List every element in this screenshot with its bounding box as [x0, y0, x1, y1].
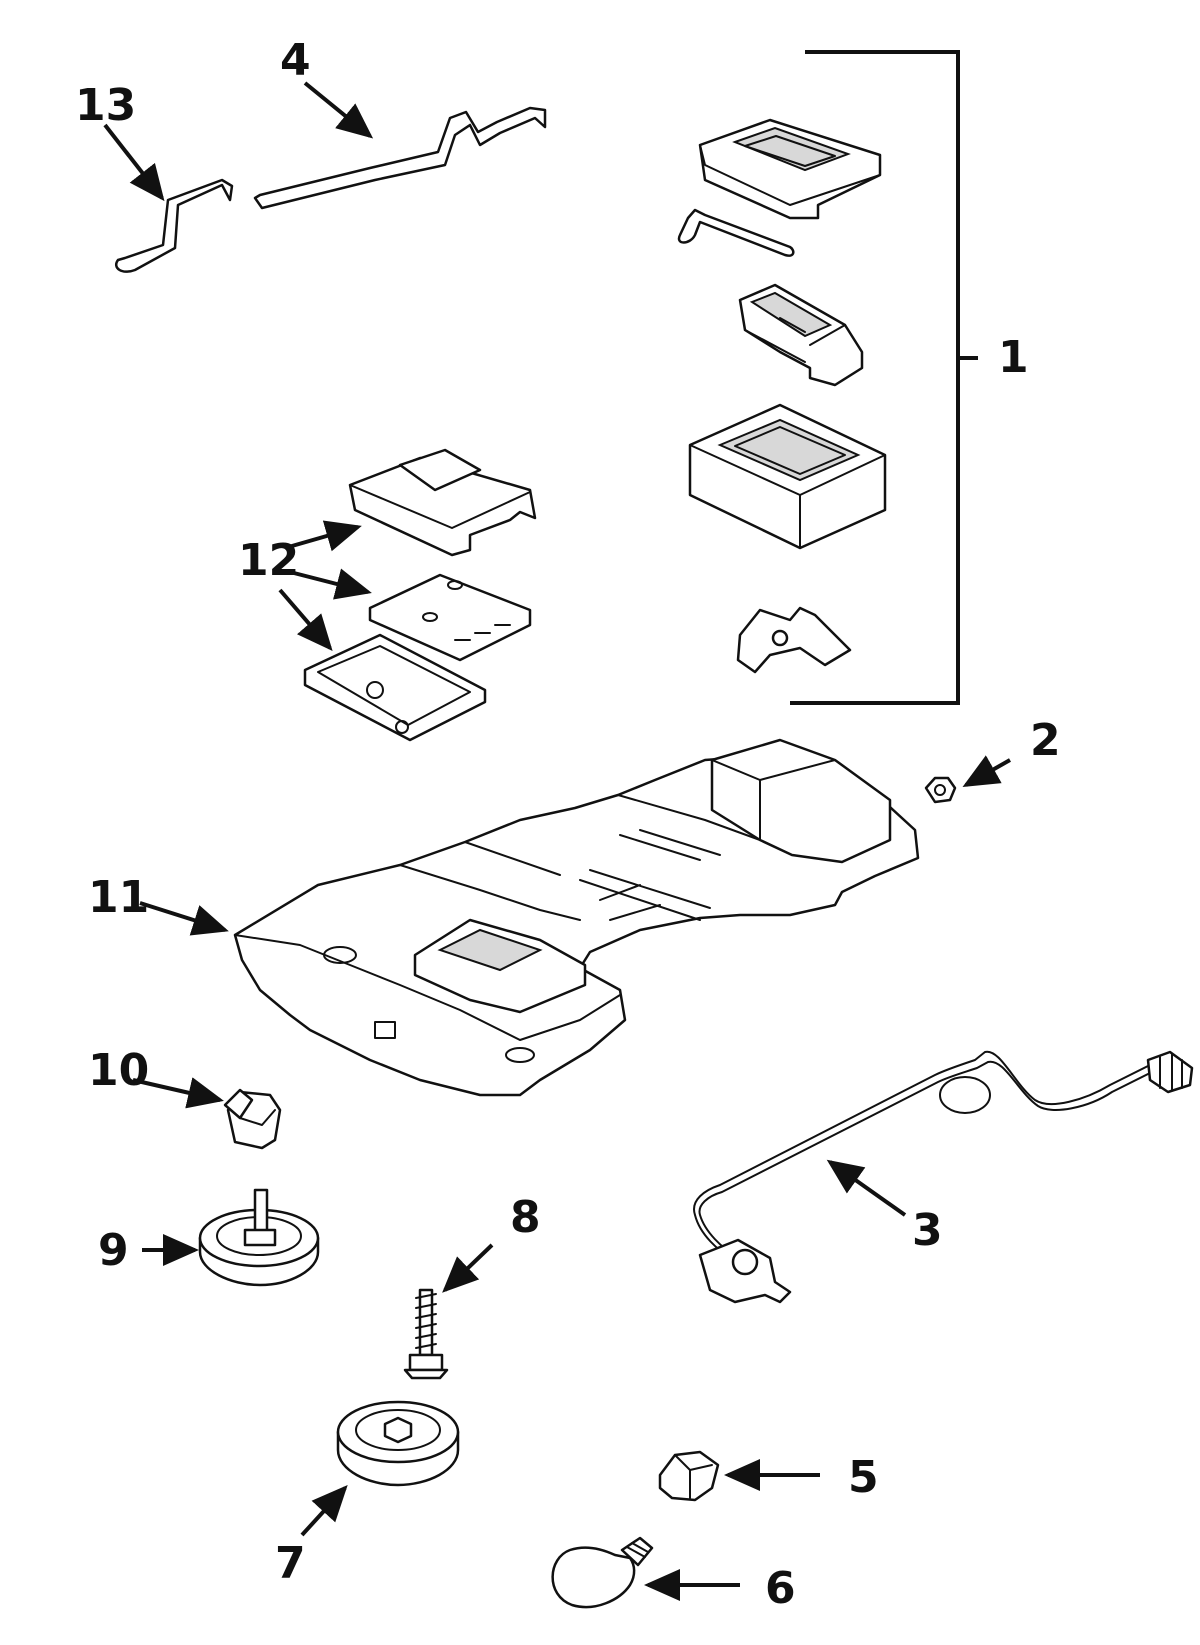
part-7-wheel [336, 1400, 460, 1487]
callout-6: 6 [765, 1563, 796, 1614]
leader-4 [303, 81, 374, 139]
part-1-insulated-box [688, 403, 887, 550]
leader-2 [962, 755, 1011, 787]
callout-3: 3 [912, 1205, 943, 1256]
callout-11: 11 [88, 872, 149, 923]
part-11-main-housing [233, 738, 920, 1097]
callout-1: 1 [998, 332, 1029, 383]
leader-12b [289, 568, 372, 600]
leader-12a [284, 520, 362, 552]
part-8-screw [403, 1288, 449, 1380]
part-1-lever [677, 208, 795, 257]
callout-4: 4 [280, 35, 311, 86]
leader-13 [103, 123, 165, 202]
leader-12c [278, 588, 333, 652]
part-2-nut [924, 776, 957, 804]
leader-3 [826, 1159, 907, 1217]
part-12-circuit-board [368, 573, 532, 662]
callout-7: 7 [275, 1538, 306, 1589]
part-1-small-housing [738, 283, 864, 387]
part-9-wheel-shaft [198, 1188, 320, 1287]
part-4-long-rod [253, 106, 547, 210]
part-1-cover-tray [698, 118, 882, 220]
callout-12: 12 [238, 535, 299, 586]
callout-5: 5 [848, 1452, 879, 1503]
callout-13: 13 [75, 80, 136, 131]
part-5-socket [658, 1450, 720, 1502]
part-1-bracket-piece [736, 606, 852, 674]
leader-10 [132, 1077, 224, 1109]
part-12-top-cover [348, 448, 537, 557]
part-3-wire-harness [693, 1050, 1194, 1304]
callout-2: 2 [1030, 715, 1061, 766]
part-6-light-bulb [551, 1536, 654, 1609]
part-12-base-plate [303, 633, 487, 742]
leader-7 [300, 1485, 348, 1537]
callout-8: 8 [510, 1192, 541, 1243]
leader-11 [139, 901, 229, 936]
callout-9: 9 [98, 1225, 129, 1276]
leader-8 [442, 1243, 494, 1293]
callout-10: 10 [88, 1045, 149, 1096]
part-10-switch [223, 1088, 282, 1150]
part-13-bent-rod [115, 178, 234, 273]
bracket-1 [790, 50, 978, 705]
